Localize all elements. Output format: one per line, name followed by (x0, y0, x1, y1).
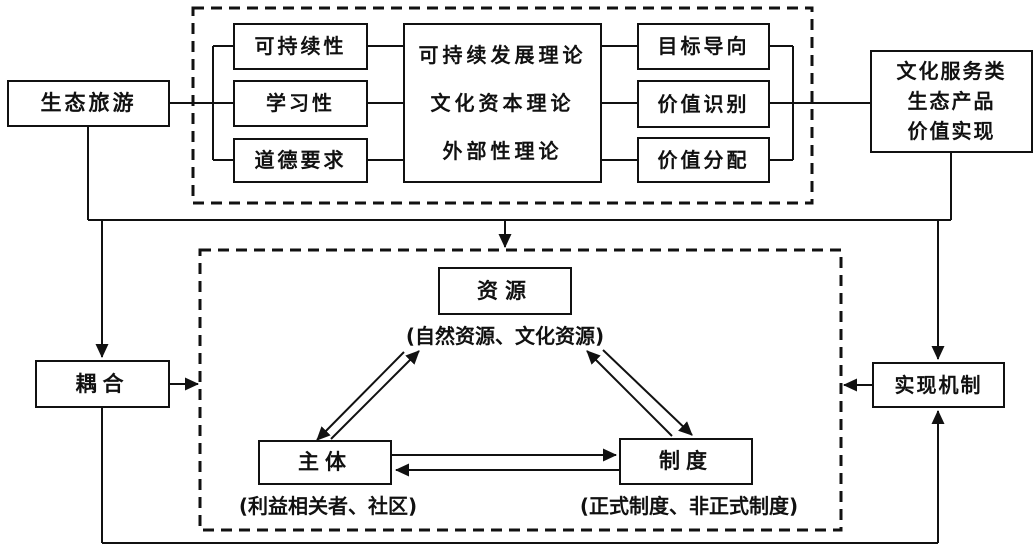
node-theory-group: 可持续发展理论 文化资本理论 外部性理论 (403, 23, 602, 183)
node-coupling: 耦合 (35, 360, 170, 408)
arrow-resource-to-subject (316, 351, 405, 441)
institution-note: (正式制度、非正式制度) (579, 494, 799, 518)
node-sustainability: 可持续性 (233, 23, 368, 70)
subject-note: (利益相关者、社区) (238, 494, 418, 518)
node-subject: 主体 (258, 440, 392, 485)
cultural-value-line-1: 文化服务类 (896, 58, 1007, 83)
system-dashed-frame (198, 248, 843, 532)
node-moral-requirement: 道德要求 (233, 138, 368, 183)
node-eco-tourism: 生态旅游 (7, 80, 170, 127)
plain-connectors (87, 45, 952, 544)
arrow-connectors (95, 220, 945, 543)
arrow-resource-to-institution (602, 349, 693, 436)
node-learning: 学习性 (233, 80, 368, 127)
node-value-distribution: 价值分配 (637, 137, 770, 183)
node-value-identification: 价值识别 (637, 80, 770, 128)
theory-dashed-frame (191, 6, 814, 205)
node-cultural-service-value: 文化服务类 生态产品 价值实现 (870, 50, 1033, 153)
arrow-institution-to-resource (586, 350, 673, 437)
cultural-value-line-3: 价值实现 (907, 119, 996, 144)
node-resource: 资源 (438, 267, 572, 315)
arrow-subject-to-resource (330, 350, 420, 440)
theory-line-cultural-capital: 文化资本理论 (430, 90, 575, 115)
node-realization-mechanism: 实现机制 (872, 362, 1005, 408)
theory-line-sustainable-development: 可持续发展理论 (418, 42, 587, 67)
node-institution: 制度 (619, 438, 753, 485)
resource-note: (自然资源、文化资源) (405, 324, 605, 348)
cultural-value-line-2: 生态产品 (907, 88, 996, 113)
theory-line-externality: 外部性理论 (442, 138, 563, 163)
node-goal-orientation: 目标导向 (637, 23, 770, 70)
